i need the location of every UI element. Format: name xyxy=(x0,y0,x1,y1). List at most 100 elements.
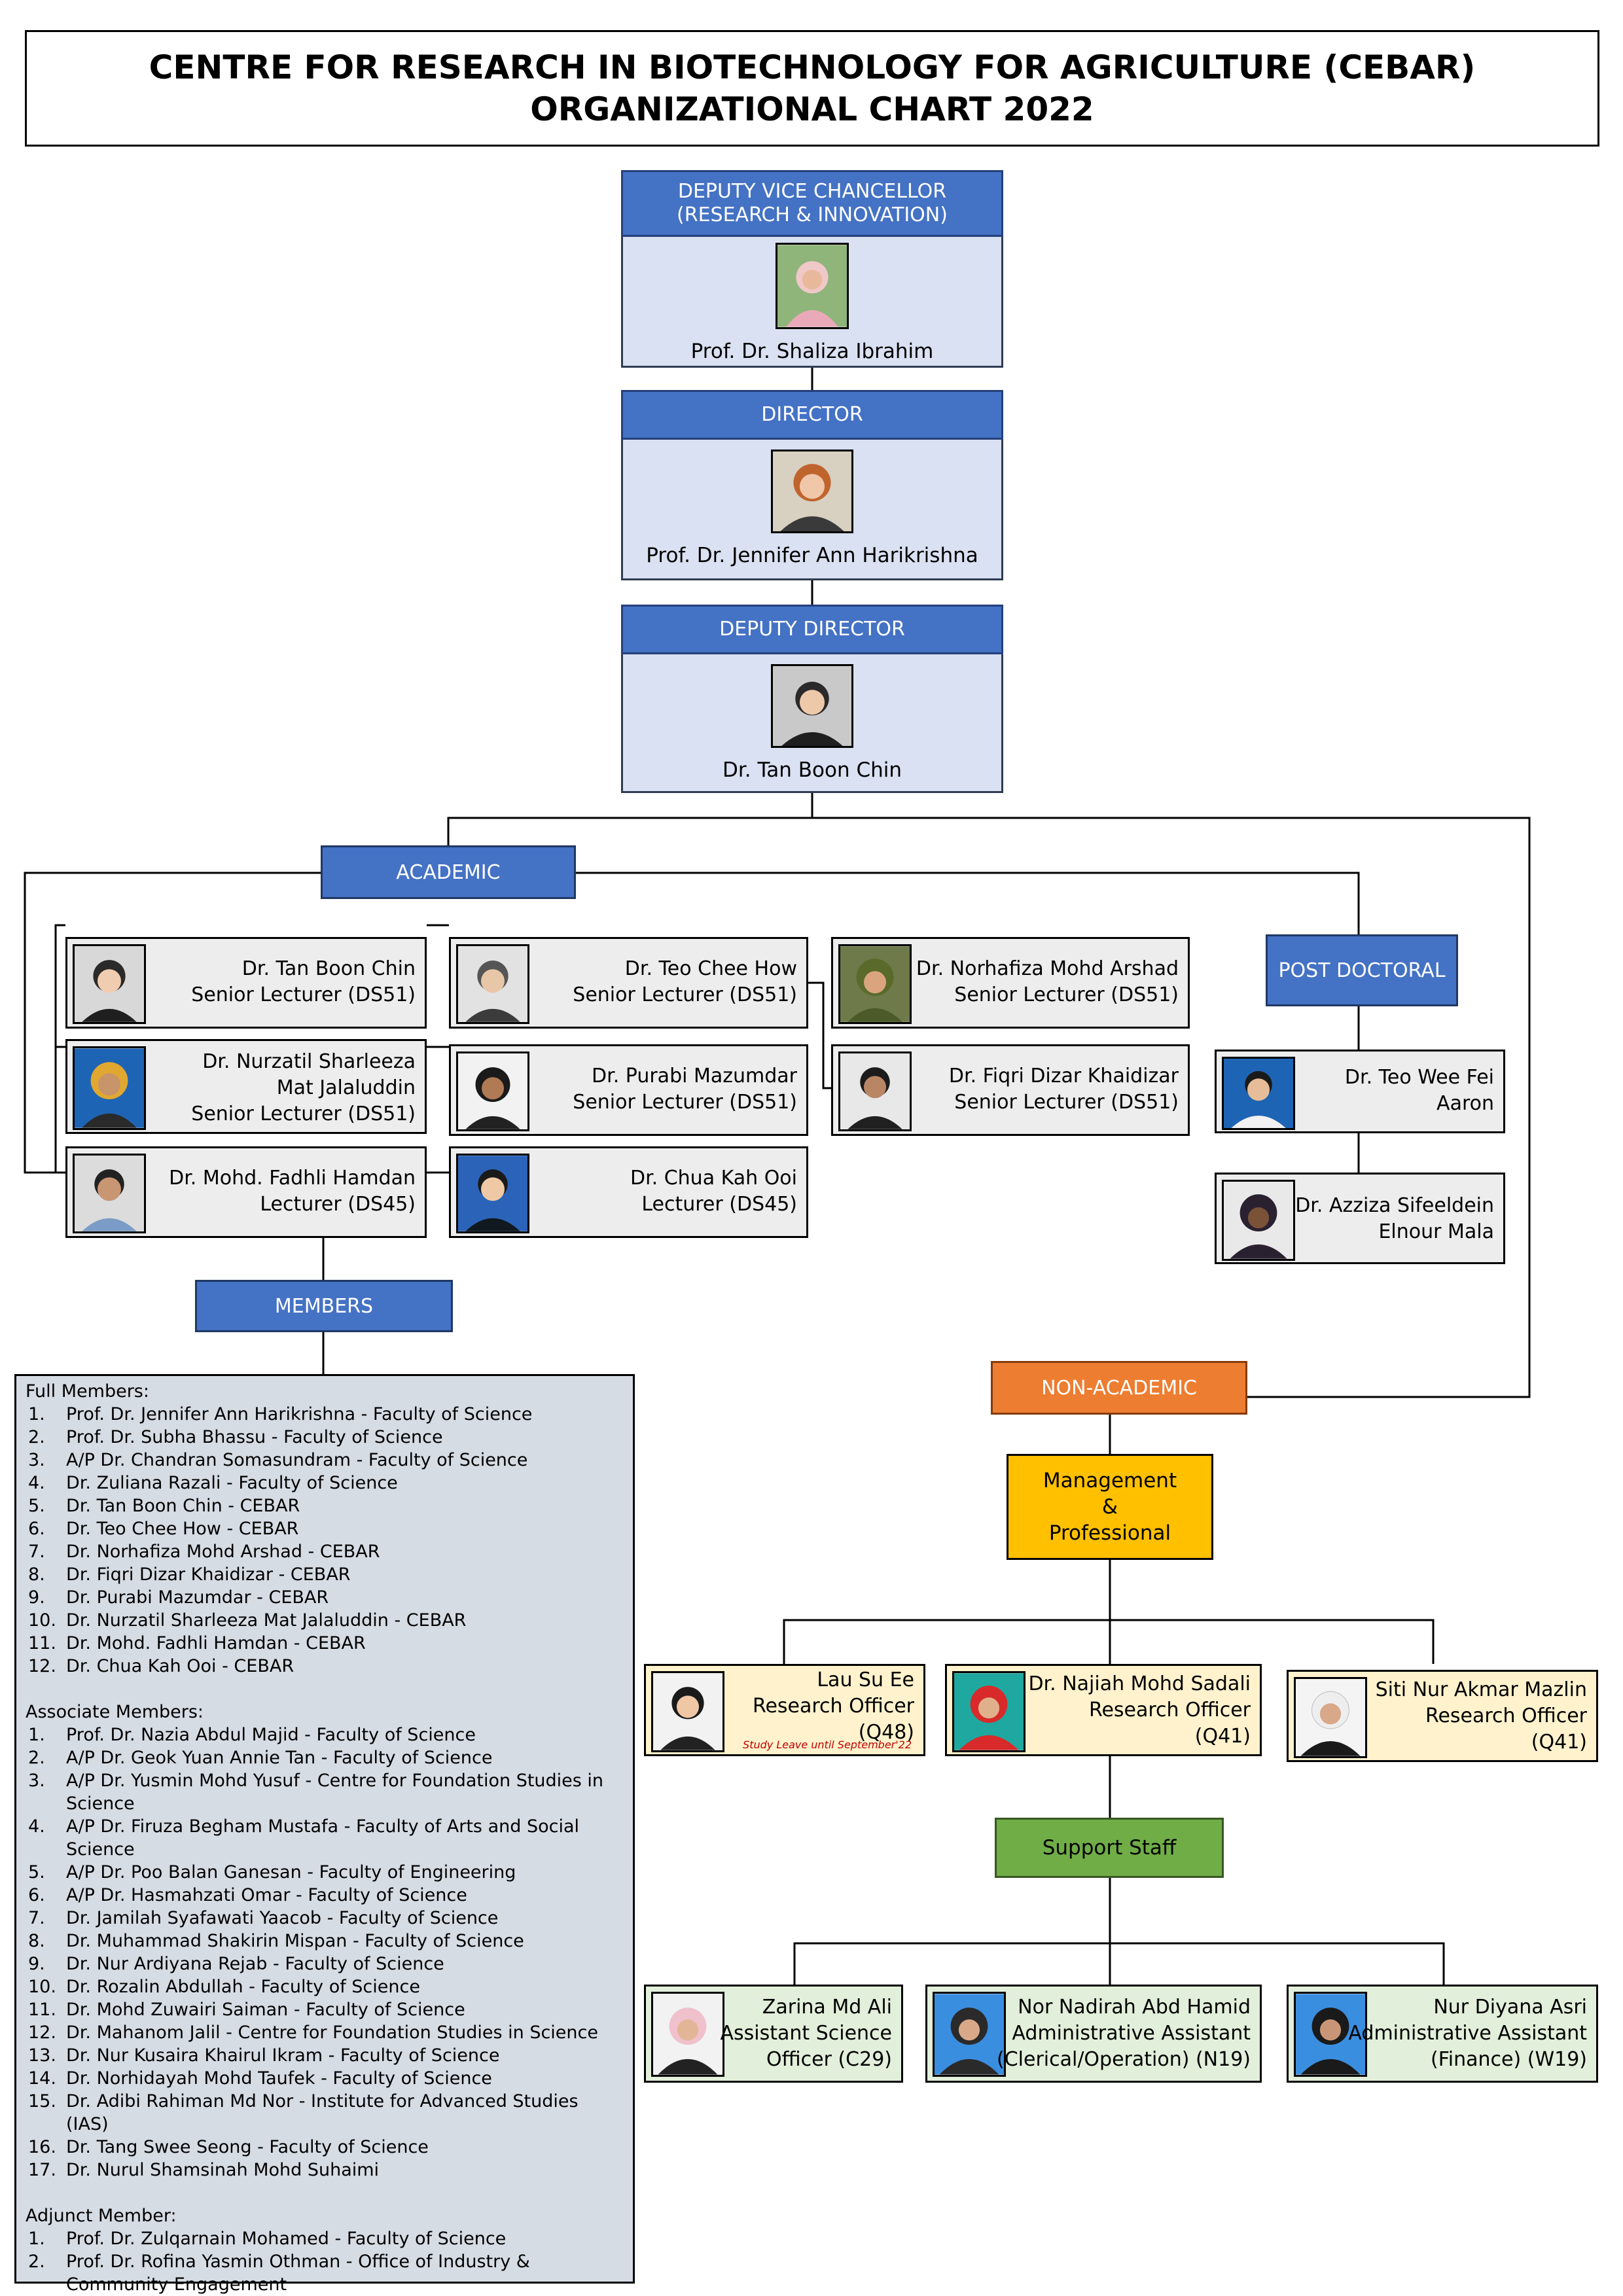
member-text: Dr. Jamilah Syafawati Yaacob - Faculty o… xyxy=(66,1908,499,1928)
staff-photo xyxy=(651,1671,724,1752)
director-box: DIRECTOR Prof. Dr. Jennifer Ann Harikris… xyxy=(621,390,1003,580)
associate-members-list: 1.Prof. Dr. Nazia Abdul Majid - Faculty … xyxy=(24,1723,633,2181)
member-text: Dr. Rozalin Abdullah - Faculty of Scienc… xyxy=(66,1977,420,1997)
support-role: Administrative Assistant xyxy=(1012,2022,1251,2045)
staff-role: Senior Lecturer (DS51) xyxy=(954,1091,1179,1114)
member-entry: 4.A/P Dr. Firuza Begham Mustafa - Facult… xyxy=(24,1815,633,1838)
member-text: A/P Dr. Chandran Somasundram - Faculty o… xyxy=(66,1450,528,1470)
staff-card-mohd-fadhli-hamdan: Dr. Mohd. Fadhli Hamdan Lecturer (DS45) xyxy=(65,1146,427,1238)
staff-name: Dr. Tan Boon Chin xyxy=(241,957,416,980)
member-number: 2. xyxy=(28,1748,45,1768)
staff-photo xyxy=(73,1046,146,1130)
member-entry: 1.Prof. Dr. Nazia Abdul Majid - Faculty … xyxy=(24,1723,633,1746)
deputy-director-photo xyxy=(771,664,853,748)
member-text: Prof. Dr. Jennifer Ann Harikrishna - Fac… xyxy=(66,1404,533,1424)
deputy-director-name: Dr. Tan Boon Chin xyxy=(722,758,902,782)
officer-grade: (Q41) xyxy=(1194,1725,1251,1748)
member-number: 8. xyxy=(28,1931,45,1951)
dvc-name: Prof. Dr. Shaliza Ibrahim xyxy=(690,340,934,363)
member-text: Dr. Muhammad Shakirin Mispan - Faculty o… xyxy=(66,1931,524,1951)
member-text: Dr. Norhafiza Mohd Arshad - CEBAR xyxy=(66,1542,380,1562)
support-grade: (Finance) (W19) xyxy=(1431,2048,1587,2071)
staff-photo xyxy=(456,1051,529,1131)
member-text: Prof. Dr. Subha Bhassu - Faculty of Scie… xyxy=(66,1427,443,1447)
member-entry: 2.A/P Dr. Geok Yuan Annie Tan - Faculty … xyxy=(24,1746,633,1769)
support-grade: (Clerical/Operation) (N19) xyxy=(997,2048,1251,2071)
officer-role: Research Officer xyxy=(752,1695,914,1718)
member-number: 13. xyxy=(28,2045,56,2066)
staff-name: Dr. Teo Chee How xyxy=(624,957,797,980)
support-card-zarina-md-ali: Zarina Md Ali Assistant Science Officer … xyxy=(644,1985,903,2083)
member-number: 8. xyxy=(28,1564,45,1585)
member-entry: 5.A/P Dr. Poo Balan Ganesan - Faculty of… xyxy=(24,1861,633,1884)
member-number: 9. xyxy=(28,1587,45,1608)
support-grade: Officer (C29) xyxy=(766,2048,892,2071)
member-number: 2. xyxy=(28,1427,45,1447)
academic-label: ACADEMIC xyxy=(321,845,576,899)
member-text: Prof. Dr. Rofina Yasmin Othman - Office … xyxy=(66,2252,530,2272)
staff-role: Senior Lecturer (DS51) xyxy=(191,1103,416,1125)
staff-photo xyxy=(838,1051,912,1131)
staff-photo xyxy=(1294,1992,1367,2077)
staff-photo xyxy=(651,1992,724,2077)
staff-name: Dr. Fiqri Dizar Khaidizar xyxy=(948,1065,1179,1087)
postdoc-name-line-1: Dr. Teo Wee Fei xyxy=(1344,1066,1494,1089)
member-number: 7. xyxy=(28,1542,45,1562)
support-staff-label-text: Support Staff xyxy=(1042,1836,1177,1860)
member-text: Dr. Teo Chee How - CEBAR xyxy=(66,1519,299,1539)
dvc-photo xyxy=(776,243,849,329)
member-entry: 4.Dr. Zuliana Razali - Faculty of Scienc… xyxy=(24,1472,633,1494)
member-entry: 8.Dr. Fiqri Dizar Khaidizar - CEBAR xyxy=(24,1563,633,1586)
member-entry: 12.Dr. Chua Kah Ooi - CEBAR xyxy=(24,1655,633,1678)
member-text: Dr. Tang Swee Seong - Faculty of Science xyxy=(66,2137,429,2157)
member-number xyxy=(24,2273,66,2296)
adjunct-members-heading: Adjunct Member: xyxy=(26,2206,177,2226)
staff-card-norhafiza-mohd-arshad: Dr. Norhafiza Mohd Arshad Senior Lecture… xyxy=(831,937,1190,1029)
chart-title-box: CENTRE FOR RESEARCH IN BIOTECHNOLOGY FOR… xyxy=(25,30,1599,147)
study-leave-note: Study Leave until September'22 xyxy=(743,1739,912,1751)
member-entry: 11.Dr. Mohd Zuwairi Saiman - Faculty of … xyxy=(24,1998,633,2021)
member-number: 1. xyxy=(28,1725,45,1745)
member-text: A/P Dr. Yusmin Mohd Yusuf - Centre for F… xyxy=(66,1771,604,1791)
member-number xyxy=(24,1792,66,1815)
member-entry: 7.Dr. Jamilah Syafawati Yaacob - Faculty… xyxy=(24,1907,633,1930)
staff-role: Senior Lecturer (DS51) xyxy=(573,983,797,1006)
staff-role: Senior Lecturer (DS51) xyxy=(573,1091,797,1114)
support-name: Nor Nadirah Abd Hamid xyxy=(1018,1996,1251,2019)
postdoc-name-line-2: Aaron xyxy=(1436,1092,1494,1115)
staff-role: Lecturer (DS45) xyxy=(260,1193,416,1216)
member-entry: 6. Dr. Teo Chee How - CEBAR xyxy=(24,1517,633,1540)
member-text: Dr. Zuliana Razali - Faculty of Science xyxy=(66,1473,398,1493)
staff-photo xyxy=(73,944,146,1024)
member-entry: 16.Dr. Tang Swee Seong - Faculty of Scie… xyxy=(24,2136,633,2159)
staff-card-purabi-mazumdar: Dr. Purabi Mazumdar Senior Lecturer (DS5… xyxy=(449,1044,808,1136)
staff-name: Dr. Mohd. Fadhli Hamdan xyxy=(169,1167,416,1190)
member-text: Dr. Mohd. Fadhli Hamdan - CEBAR xyxy=(66,1633,366,1653)
member-text: Science xyxy=(66,1793,135,1814)
member-number: 5. xyxy=(28,1496,45,1516)
postdoc-label: POST DOCTORAL xyxy=(1266,934,1458,1006)
member-number: 15. xyxy=(28,2091,56,2111)
member-entry: 14.Dr. Norhidayah Mohd Taufek - Faculty … xyxy=(24,2067,633,2090)
nonacademic-label: NON-ACADEMIC xyxy=(991,1361,1247,1415)
dvc-title-2: (RESEARCH & INNOVATION) xyxy=(677,203,948,226)
member-number xyxy=(24,1838,66,1861)
member-entry: 9.Dr. Nur Ardiyana Rejab - Faculty of Sc… xyxy=(24,1952,633,1975)
members-label: MEMBERS xyxy=(195,1280,453,1332)
member-number: 6. xyxy=(28,1519,45,1539)
member-text: Dr. Nurzatil Sharleeza Mat Jalaluddin - … xyxy=(66,1610,467,1631)
member-number: 3. xyxy=(28,1771,45,1791)
member-number: 11. xyxy=(28,1633,56,1653)
management-professional-box: Management & Professional xyxy=(1007,1454,1213,1560)
member-text: Dr. Adibi Rahiman Md Nor - Institute for… xyxy=(66,2091,579,2134)
staff-card-fiqri-dizar-khaidizar: Dr. Fiqri Dizar Khaidizar Senior Lecture… xyxy=(831,1044,1190,1136)
member-text: Community Engagement xyxy=(66,2274,287,2295)
members-list: Full Members: 1.Prof. Dr. Jennifer Ann H… xyxy=(14,1374,635,2295)
staff-photo xyxy=(1294,1677,1367,1758)
member-text: Dr. Mohd Zuwairi Saiman - Faculty of Sci… xyxy=(66,2000,465,2020)
chart-subtitle: ORGANIZATIONAL CHART 2022 xyxy=(530,90,1094,128)
member-number: 4. xyxy=(28,1816,45,1837)
member-entry: 9.Dr. Purabi Mazumdar - CEBAR xyxy=(24,1586,633,1609)
member-number: 1. xyxy=(28,2229,45,2249)
director-title: DIRECTOR xyxy=(761,403,863,426)
